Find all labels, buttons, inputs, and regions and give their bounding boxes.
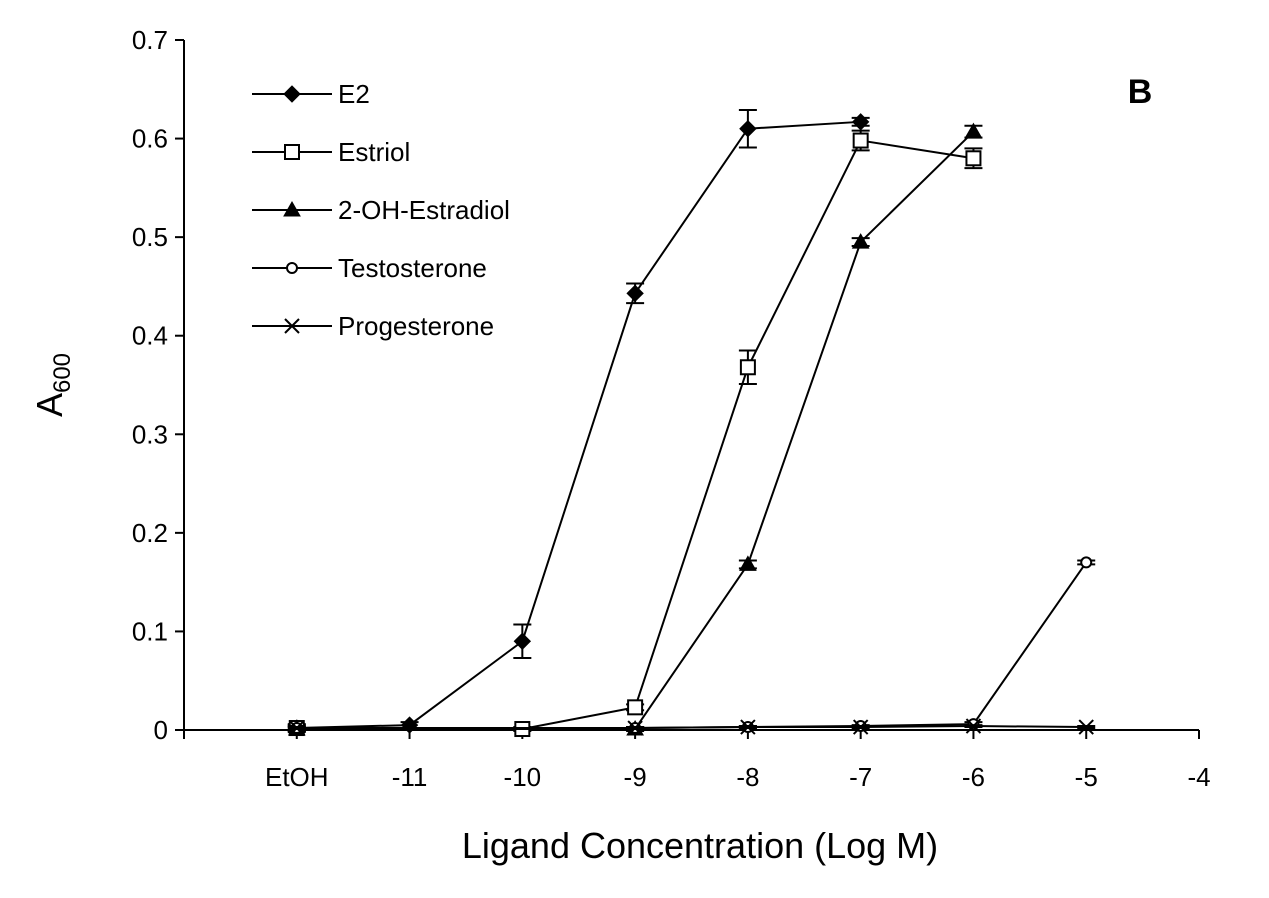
x-axis-title: Ligand Concentration (Log M) bbox=[462, 825, 938, 866]
cross-stroke bbox=[852, 719, 869, 735]
data-point-estriol bbox=[739, 359, 756, 376]
data-point-estriol bbox=[965, 150, 982, 167]
legend-marker-estriol bbox=[284, 144, 300, 160]
legend-entry-2-oh-estradiol: 2-OH-Estradiol bbox=[252, 195, 510, 225]
data-point-e2 bbox=[626, 284, 644, 303]
y-axis-title-main: A bbox=[29, 393, 70, 417]
data-point-2-oh-estradiol bbox=[851, 233, 870, 249]
legend-marker-progesterone bbox=[284, 318, 300, 334]
cross-stroke bbox=[1078, 719, 1094, 735]
data-point-e2 bbox=[513, 632, 532, 650]
x-tick-label: -11 bbox=[392, 762, 428, 792]
data-point-progesterone bbox=[1078, 719, 1094, 735]
legend-entry-testosterone: Testosterone bbox=[252, 253, 487, 283]
data-point-e2 bbox=[851, 113, 870, 131]
legend-label: Progesterone bbox=[338, 311, 494, 341]
y-tick-label: 0.7 bbox=[132, 25, 168, 55]
x-tick-label: -5 bbox=[1075, 762, 1098, 792]
series-progesterone bbox=[287, 718, 1096, 736]
cross-stroke bbox=[965, 718, 982, 734]
legend-entry-progesterone: Progesterone bbox=[252, 311, 494, 341]
x-tick-label: -8 bbox=[736, 762, 759, 792]
cross-stroke bbox=[740, 719, 756, 735]
data-point-testosterone bbox=[1080, 556, 1093, 569]
x-tick-label: -9 bbox=[624, 762, 647, 792]
y-tick-label: 0.4 bbox=[132, 321, 168, 351]
x-tick-label: -10 bbox=[504, 762, 542, 792]
y-tick-label: 0.2 bbox=[132, 518, 168, 548]
series-line-e2 bbox=[296, 120, 861, 730]
legend-marker-testosterone bbox=[286, 262, 298, 274]
legend-marker-2-oh-estradiol bbox=[283, 200, 301, 217]
panel-label: B bbox=[1128, 73, 1153, 111]
data-point-estriol bbox=[627, 699, 644, 716]
legend-label: Estriol bbox=[338, 137, 410, 167]
legend-entry-e2: E2 bbox=[252, 79, 370, 109]
legend-label: 2-OH-Estradiol bbox=[338, 195, 510, 225]
data-point-2-oh-estradiol bbox=[964, 122, 983, 139]
x-tick-label: -7 bbox=[849, 762, 872, 792]
y-axis-title-subscript: 600 bbox=[49, 353, 76, 393]
cross-stroke bbox=[289, 720, 305, 736]
cross-stroke bbox=[284, 318, 300, 334]
data-point-estriol bbox=[852, 132, 869, 149]
y-tick-label: 0.6 bbox=[132, 124, 168, 154]
x-tick-label: -6 bbox=[962, 762, 985, 792]
data-point-progesterone bbox=[852, 719, 869, 735]
data-point-progesterone bbox=[740, 719, 756, 735]
y-axis-title: A600 bbox=[29, 353, 76, 417]
data-point-progesterone bbox=[289, 720, 305, 736]
legend-entry-estriol: Estriol bbox=[252, 137, 410, 167]
series-line-progesterone bbox=[296, 725, 1087, 730]
legend-label: Testosterone bbox=[338, 253, 487, 283]
x-tick-label: EtOH bbox=[265, 762, 329, 792]
data-point-progesterone bbox=[627, 720, 643, 736]
series-line-estriol bbox=[296, 139, 974, 731]
legend-label: E2 bbox=[338, 79, 370, 109]
cross-stroke bbox=[627, 720, 643, 736]
legend-marker-e2 bbox=[283, 85, 301, 103]
data-point-2-oh-estradiol bbox=[739, 555, 757, 571]
y-tick-label: 0.5 bbox=[132, 222, 168, 252]
y-tick-label: 0.1 bbox=[132, 616, 168, 646]
x-tick-label: -4 bbox=[1187, 762, 1210, 792]
y-tick-label: 0 bbox=[154, 715, 168, 745]
data-point-progesterone bbox=[965, 718, 982, 734]
data-point-e2 bbox=[739, 120, 757, 138]
y-tick-label: 0.3 bbox=[132, 419, 168, 449]
